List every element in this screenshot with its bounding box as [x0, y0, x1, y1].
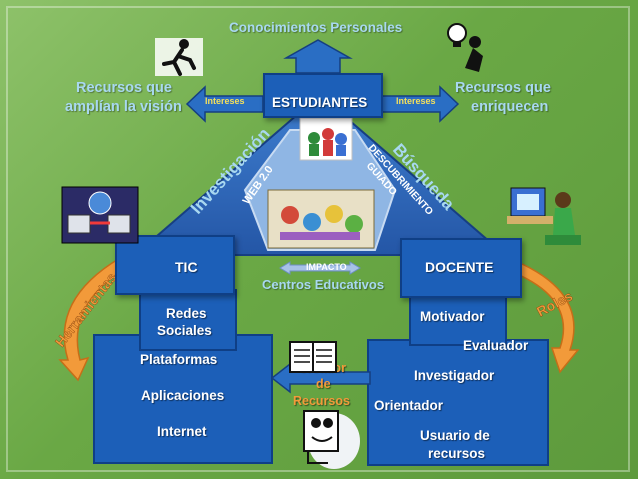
slide-frame — [6, 6, 630, 472]
computers-network-icon — [61, 186, 139, 244]
orientador-label: Orientador — [374, 398, 444, 413]
creator-face-icon — [303, 410, 360, 469]
usuario-line2: recursos — [428, 446, 486, 461]
investigador-label: Investigador — [414, 368, 495, 383]
top-label: Conocimientos Personales — [229, 20, 403, 35]
tic-box — [115, 235, 235, 295]
up-arrow — [283, 39, 353, 74]
plataformas-label: Plataformas — [140, 352, 218, 367]
motivador-label: Motivador — [420, 309, 485, 324]
left-label-line1: Recursos que — [76, 80, 172, 96]
tic-lower-box — [93, 334, 273, 464]
tic-tab-cover — [141, 334, 235, 338]
runner-clipart-icon — [155, 38, 203, 76]
creador-line3: Recursos — [293, 394, 350, 408]
estudiantes-box — [263, 73, 383, 118]
right-arrow — [381, 85, 460, 123]
book-icon — [289, 341, 337, 373]
redes-line2: Sociales — [157, 323, 212, 338]
docente-box — [400, 238, 522, 298]
tic-label: TIC — [175, 259, 198, 275]
redes-line1: Redes — [166, 306, 207, 321]
usuario-line1: Usuario de — [420, 428, 490, 443]
internet-label: Internet — [157, 424, 207, 439]
herramientas-arrow — [58, 256, 128, 382]
right-label-line1: Recursos que — [455, 80, 551, 96]
left-label-line2: amplían la visión — [65, 99, 182, 115]
impacto-arrow — [279, 261, 361, 275]
lightbulb-person-icon — [447, 23, 483, 72]
aplicaciones-label: Aplicaciones — [141, 388, 225, 403]
docente-tab-cover — [411, 339, 505, 343]
docente-label: DOCENTE — [425, 259, 494, 275]
centros-label: Centros Educativos — [262, 277, 385, 292]
intereses-right: Intereses — [396, 96, 436, 106]
estudiantes-label: ESTUDIANTES — [272, 95, 368, 110]
impacto-label: IMPACTO — [306, 262, 347, 272]
creador-line2: de — [316, 377, 331, 391]
left-arrow — [185, 85, 264, 123]
right-label-line2: enriquecen — [471, 99, 549, 115]
intereses-left: Intereses — [205, 96, 245, 106]
woman-computer-icon — [507, 187, 581, 245]
evaluador-label: Evaluador — [463, 338, 529, 353]
